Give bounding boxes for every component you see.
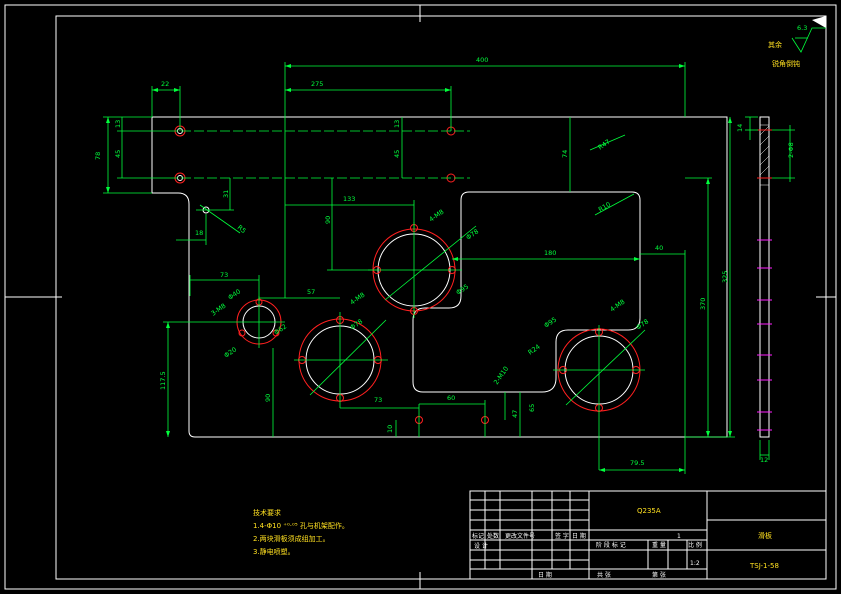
dim-73b: 73 (374, 396, 382, 404)
dim-275: 275 (311, 80, 323, 88)
date-label: 日 期 (538, 571, 552, 579)
dim-40: 40 (655, 244, 663, 252)
dim-2phi8: 2-Φ8 (787, 142, 795, 158)
dim-180: 180 (544, 249, 556, 257)
dim-73a: 73 (220, 271, 228, 279)
weight-label: 重 量 (652, 541, 666, 549)
stage-label: 阶 段 标 记 (596, 541, 626, 549)
tech-line-1: 1.4-Φ10 ⁺⁰·⁰⁵ 孔与机架配作。 (253, 521, 349, 530)
radius-r10: R10 (597, 200, 612, 213)
tech-line-2: 2.两块滑板须成组加工。 (253, 534, 330, 543)
technical-requirements: 技术要求 1.4-Φ10 ⁺⁰·⁰⁵ 孔与机架配作。 2.两块滑板须成组加工。 … (253, 508, 349, 556)
title-block: Q235A 滑板 TSJ-1-58 1:2 标记 处数 更改文件号 签 字 日 … (469, 490, 827, 580)
thread-4m8b: 4-M8 (349, 291, 367, 307)
dim-45b: 45 (393, 150, 401, 158)
roughness-value: 6.3 (797, 24, 807, 32)
material: Q235A (637, 507, 661, 515)
dim-400: 400 (476, 56, 488, 64)
sheet-border (4, 4, 837, 590)
dia-40: Φ40 (227, 287, 243, 301)
hdr-mark: 标记 (472, 532, 484, 540)
sheet-total-label: 共 张 (597, 571, 611, 579)
dim-31: 31 (222, 190, 230, 198)
designer-label: 设 计 (474, 542, 488, 550)
centerlines (168, 130, 646, 470)
dia-95b: Φ95 (543, 315, 559, 329)
radius-r5: R5 (236, 223, 248, 235)
dim-18: 18 (195, 229, 203, 237)
dim-325: 325 (721, 271, 729, 283)
dia-78b: Φ78 (349, 317, 365, 331)
hdr-sign: 签 字 (555, 532, 569, 540)
dim-78: 78 (94, 152, 102, 160)
dim-65: 65 (528, 404, 536, 412)
radius-r24: R24 (527, 343, 542, 357)
thread-4m8a: 4-M8 (428, 208, 446, 224)
hdr-count: 处数 (487, 532, 499, 540)
dia-78a: Φ78 (465, 227, 481, 241)
dimension-texts: 400 275 22 78 13 45 13 45 74 133 90 31 1… (94, 56, 795, 467)
ratio-label: 比 例 (688, 541, 702, 549)
dim-60: 60 (447, 394, 455, 402)
dim-47: 47 (511, 410, 519, 418)
side-view (745, 116, 795, 460)
dia-78c: Φ78 (635, 317, 651, 331)
hdr-change-doc: 更改文件号 (505, 532, 535, 540)
sheet-no-label: 第 张 (652, 571, 666, 579)
dim-90b: 90 (264, 394, 272, 402)
thread-3m8: 3-M8 (210, 302, 228, 318)
dim-10: 10 (386, 425, 394, 433)
count-value: 1 (677, 533, 681, 540)
scale-value: 1:2 (690, 560, 700, 567)
dim-13b: 13 (393, 120, 401, 128)
dim-74: 74 (561, 150, 569, 158)
arrowheads (106, 64, 732, 472)
dia-95a: Φ95 (455, 282, 471, 296)
dim-13a: 13 (114, 120, 122, 128)
tech-line-3: 3.静电喷塑。 (253, 547, 295, 556)
thread-4m8c: 4-M8 (609, 298, 627, 314)
surface-roughness-symbol: 6.3 其余 锐角倒钝 (768, 24, 826, 68)
part-name: 滑板 (758, 531, 772, 540)
dim-14: 14 (736, 124, 744, 132)
dim-12: 12 (760, 456, 768, 464)
dim-90: 90 (324, 216, 332, 224)
dia-20: Φ20 (223, 345, 239, 359)
dim-133: 133 (343, 195, 355, 203)
tech-title: 技术要求 (253, 508, 281, 517)
hdr-date: 日 期 (572, 532, 586, 540)
dim-79: 79.5 (630, 459, 644, 467)
dim-370: 370 (699, 298, 707, 310)
roughness-rest-label: 其余 (768, 40, 782, 49)
radius-r47: R47 (597, 138, 612, 152)
drawing-number: TSJ-1-58 (749, 562, 779, 570)
dim-117: 117.5 (159, 371, 167, 390)
dimension-lines (103, 62, 735, 474)
dim-22: 22 (161, 80, 169, 88)
edge-note: 锐角倒钝 (772, 59, 800, 68)
dim-45a: 45 (114, 150, 122, 158)
dim-57: 57 (307, 288, 315, 296)
thread-2m10: 2-M10 (492, 365, 510, 386)
plate-outline (151, 116, 728, 438)
